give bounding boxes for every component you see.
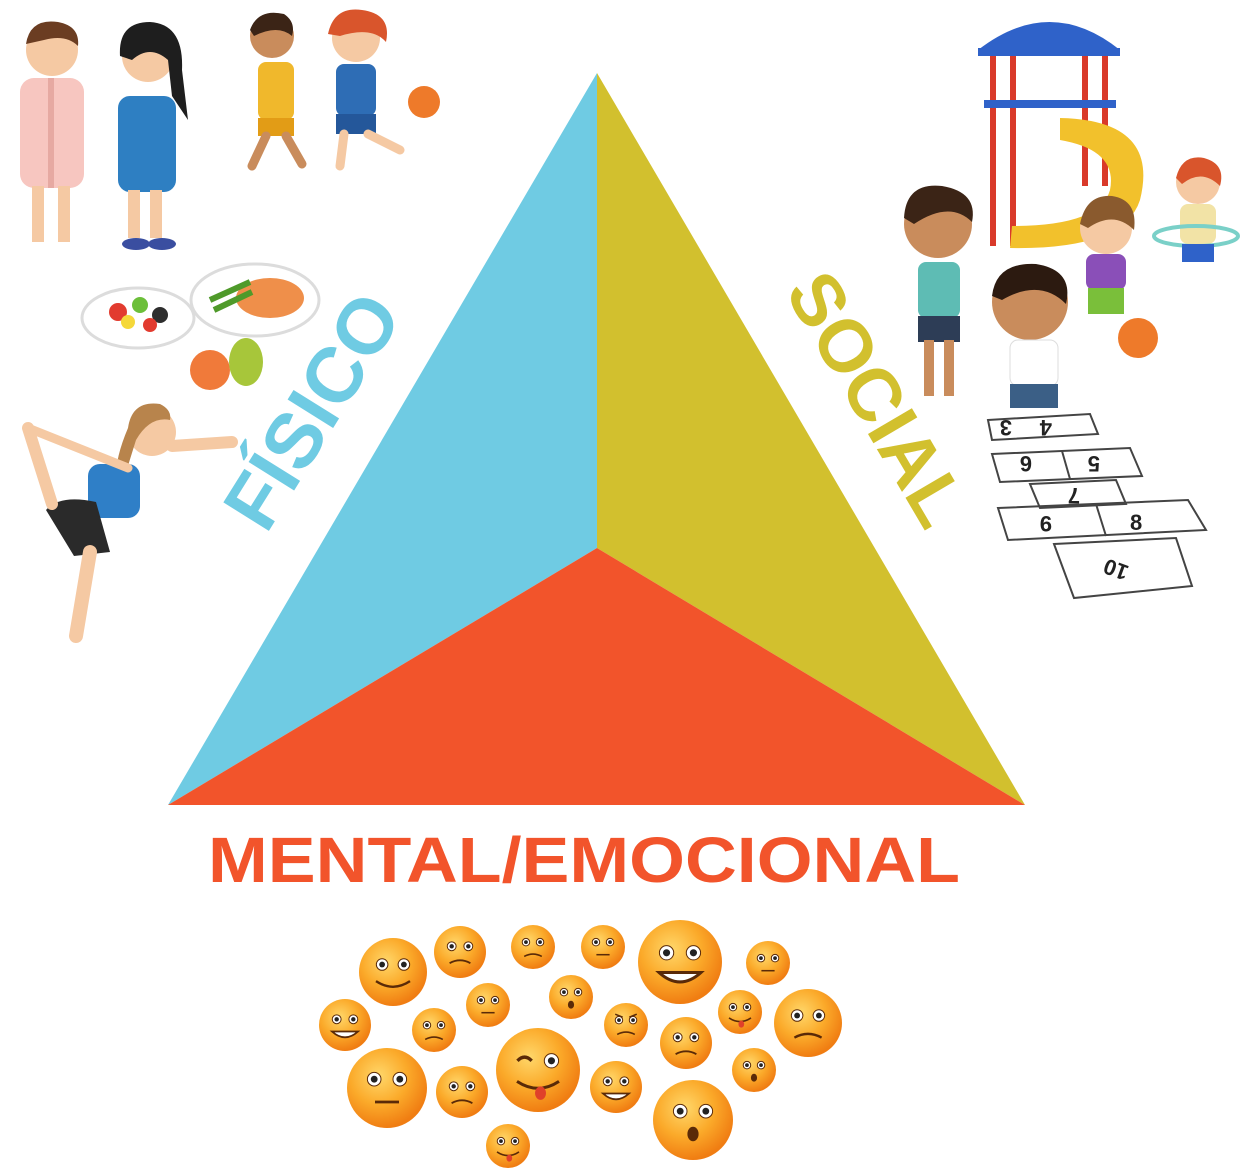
emoji-face-icon xyxy=(434,926,486,978)
emoji-face-icon xyxy=(486,1124,530,1168)
emoji-face-icon xyxy=(436,1066,488,1118)
emoji-face-icon xyxy=(653,1080,733,1160)
emoji-face-icon xyxy=(604,1003,648,1047)
mental-section xyxy=(168,548,1025,805)
hopscotch-number: 8 xyxy=(1130,510,1142,535)
fisico-section xyxy=(168,73,597,805)
emoji-face-icon xyxy=(660,1017,712,1069)
hopscotch-number: 7 xyxy=(1068,483,1080,508)
hopscotch-number: 5 xyxy=(1088,451,1100,476)
hopscotch-number: 9 xyxy=(1040,511,1052,536)
emoji-face-icon xyxy=(347,1048,427,1128)
mental-label: MENTAL/EMOCIONAL xyxy=(208,824,960,896)
emoji-face-icon xyxy=(412,1008,456,1052)
hopscotch-number: 10 xyxy=(1100,554,1132,586)
playground-children-illustration xyxy=(904,22,1240,408)
emoji-cluster-illustration xyxy=(319,920,842,1168)
emoji-face-icon xyxy=(581,925,625,969)
emoji-face-icon xyxy=(319,999,371,1051)
emoji-face-icon xyxy=(732,1048,776,1092)
emoji-face-icon xyxy=(718,990,762,1034)
hopscotch-illustration xyxy=(986,412,1208,600)
emoji-face-icon xyxy=(466,983,510,1027)
emoji-face-icon xyxy=(590,1061,642,1113)
children-basketball-illustration xyxy=(247,9,440,171)
hopscotch-number: 3 xyxy=(1000,415,1012,440)
yoga-girl-illustration xyxy=(22,403,238,643)
emoji-face-icon xyxy=(496,1028,580,1112)
hopscotch-numbers: 3 4 5 6 7 8 9 10 xyxy=(1000,415,1143,585)
emoji-face-icon xyxy=(359,938,427,1006)
social-section xyxy=(597,73,1025,805)
emoji-face-icon xyxy=(638,920,722,1004)
emoji-face-icon xyxy=(774,989,842,1057)
healthy-food-illustration xyxy=(80,262,321,390)
triangle xyxy=(168,73,1025,805)
hopscotch-number: 4 xyxy=(1039,415,1052,440)
children-hygiene-illustration xyxy=(20,21,188,250)
hopscotch-number: 6 xyxy=(1020,451,1032,476)
emoji-face-icon xyxy=(511,925,555,969)
emoji-face-icon xyxy=(746,941,790,985)
emoji-face-icon xyxy=(549,975,593,1019)
